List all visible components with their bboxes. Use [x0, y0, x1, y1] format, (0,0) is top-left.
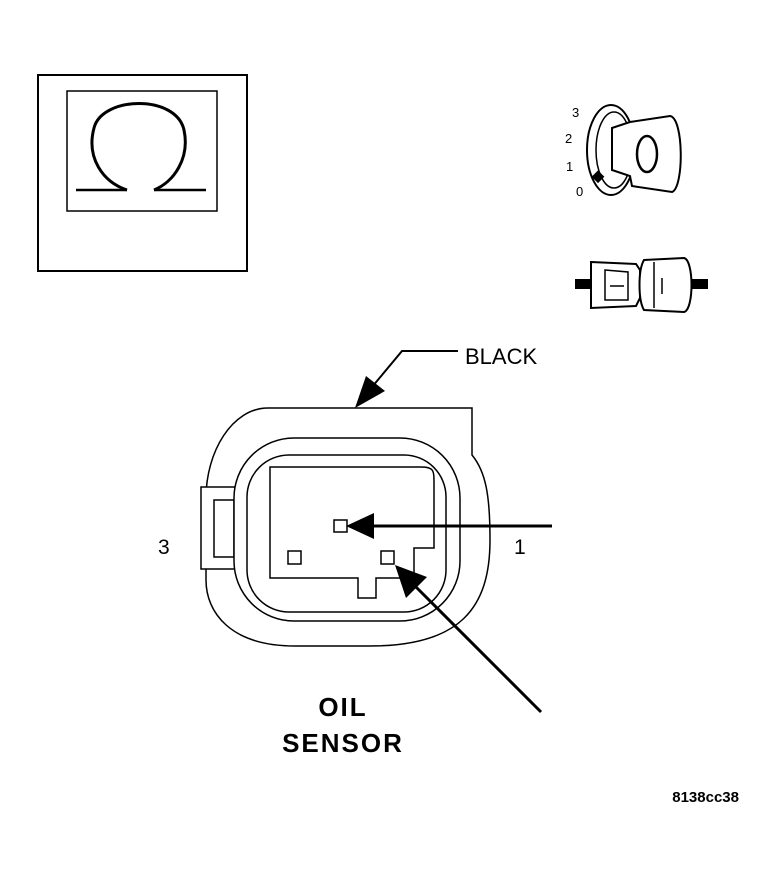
probe-arrow-horizontal — [346, 513, 552, 539]
ignition-pos-0: 0 — [576, 184, 583, 199]
ignition-pos-2: 2 — [565, 131, 572, 146]
connector-color-label: BLACK — [465, 344, 537, 369]
key-head-ring — [635, 134, 659, 174]
terminal-cavity — [269, 466, 435, 599]
ohm-icon — [76, 102, 206, 192]
disconnected-connector-icon — [575, 256, 708, 314]
pin-label-right: 1 — [514, 536, 526, 559]
connector-shroud-inner — [246, 454, 447, 613]
ignition-key-icon: 3 2 1 0 — [565, 104, 682, 199]
ignition-pos-1: 1 — [566, 159, 573, 174]
terminal-pin-3 — [287, 550, 302, 565]
caption-line-2: SENSOR — [282, 728, 404, 758]
ohmmeter-icon — [37, 74, 248, 272]
pin-label-left: 3 — [158, 536, 170, 559]
probe-arrow-diagonal — [395, 565, 543, 714]
ignition-pos-3: 3 — [572, 105, 579, 120]
figure-id: 8138cc38 — [672, 789, 739, 806]
terminal-pin-center — [333, 519, 348, 533]
caption-line-1: OIL — [318, 692, 367, 722]
color-leader-line — [361, 350, 458, 400]
terminal-pin-1 — [380, 550, 395, 565]
color-leader-arrowhead — [355, 376, 385, 408]
